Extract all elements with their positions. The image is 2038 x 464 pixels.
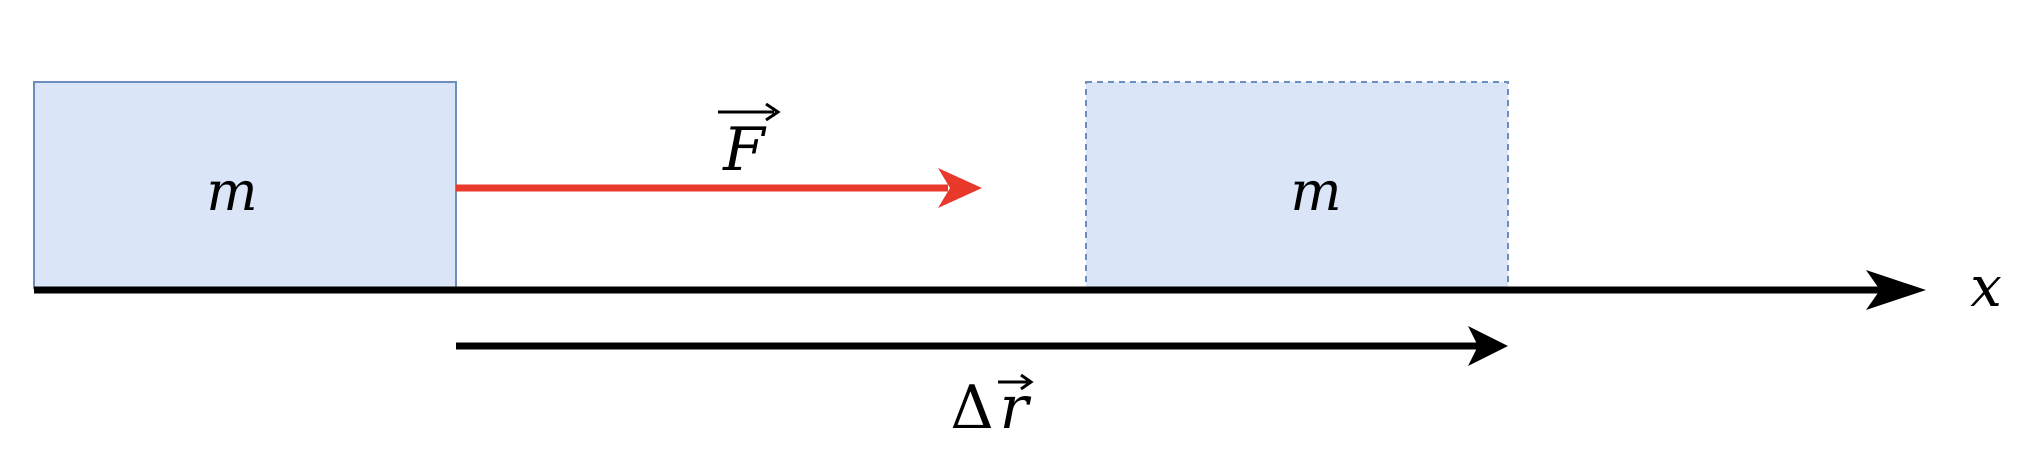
final-block-label: m (1290, 160, 1341, 223)
final-block (1085, 81, 1509, 289)
displacement-delta: Δ (950, 373, 993, 443)
displacement-arrowhead (1468, 326, 1508, 366)
displacement-label: Δ r (950, 373, 1034, 443)
force-vector-bar-head (765, 102, 781, 122)
initial-block (33, 81, 457, 289)
force-label: F (718, 102, 781, 185)
force-arrowhead (938, 168, 982, 208)
displacement-label-text: r (1000, 373, 1032, 443)
x-axis-arrowhead (1866, 270, 1926, 310)
x-axis-label: x (1970, 255, 2002, 320)
force-label-text: F (722, 115, 767, 185)
displacement-vector-bar-head (1020, 373, 1034, 391)
initial-block-label: m (206, 160, 257, 223)
